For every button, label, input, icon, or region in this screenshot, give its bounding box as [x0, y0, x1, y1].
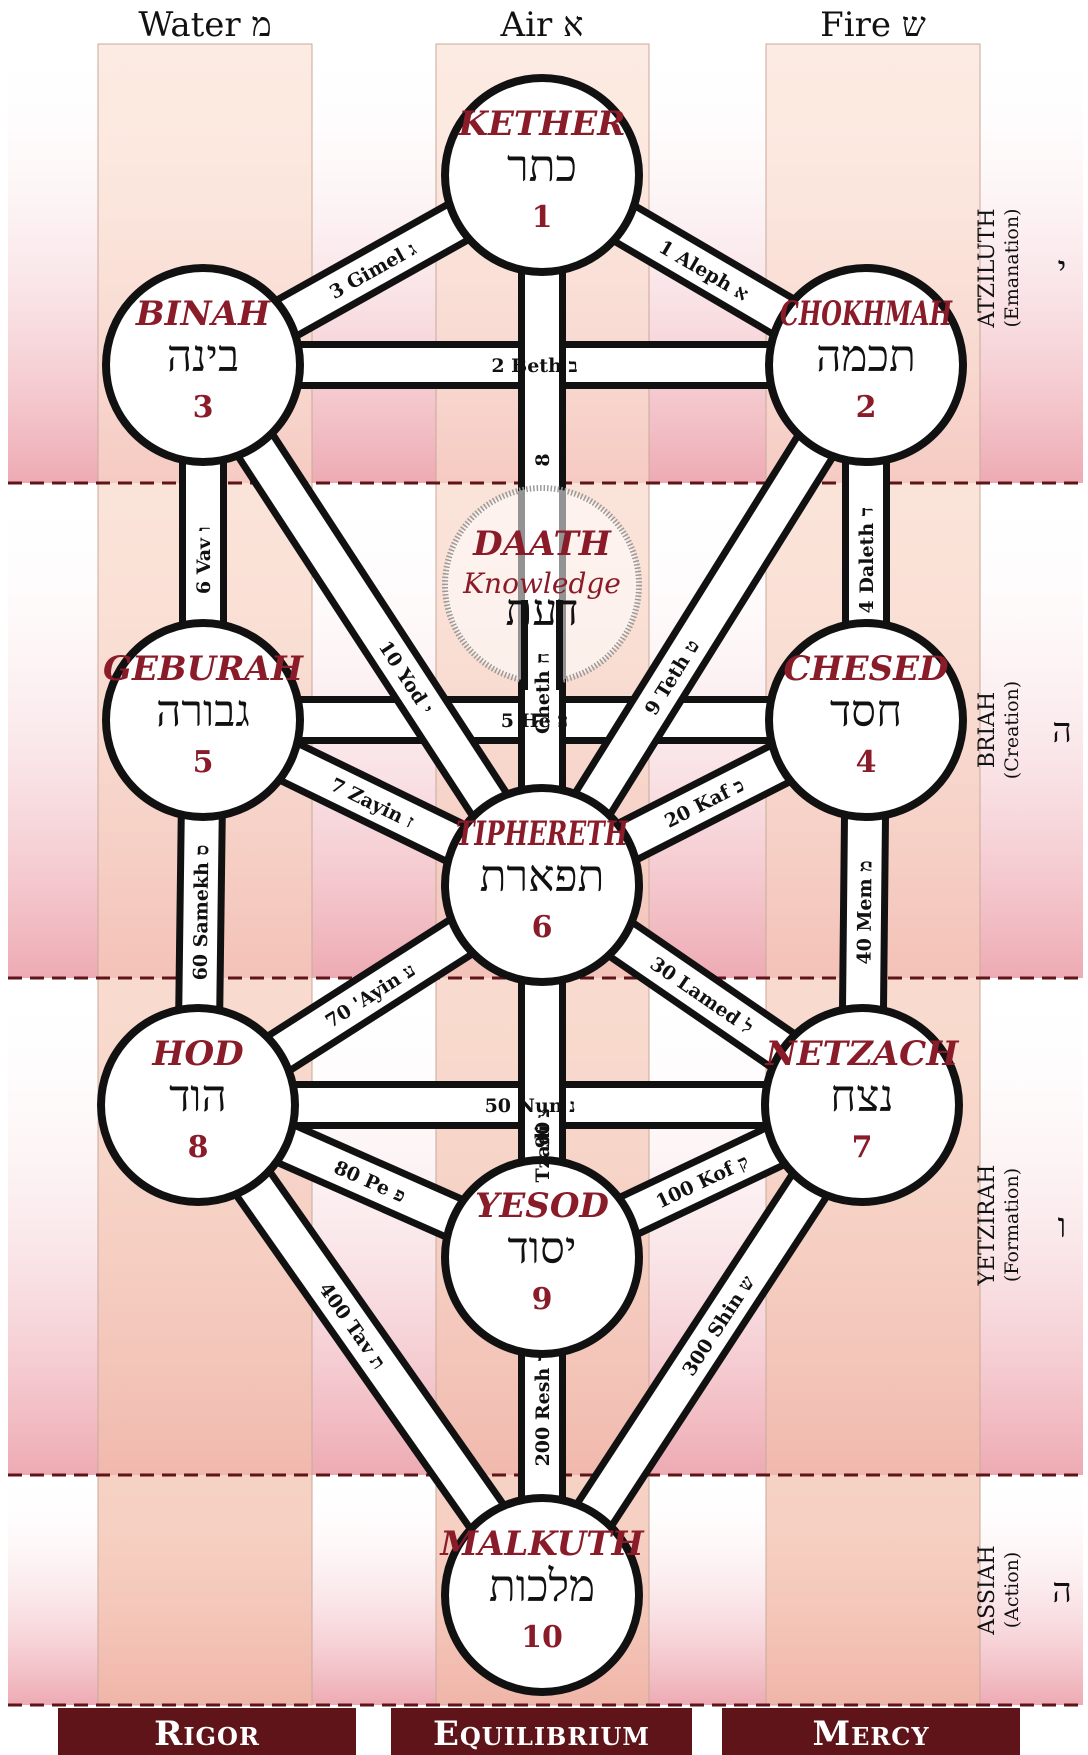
- pillar-banner-mercy: [722, 1708, 1020, 1755]
- sephirah-name-tiphereth: TIPHERETH: [456, 814, 629, 854]
- path-label-group-cheth: Cheth ח: [532, 653, 554, 734]
- cheth-number: 8: [532, 453, 554, 466]
- sephirah-netzach: [761, 1004, 963, 1206]
- sephirah-number-kether: 1: [532, 200, 553, 235]
- world-subtitle-assiah: (Action): [1001, 1552, 1023, 1629]
- sephirah-number-geburah: 5: [193, 745, 214, 780]
- path-label-beth: 2 Beth ב: [491, 355, 577, 377]
- daath-name: DAATH: [472, 524, 613, 564]
- sephirah-hebrew-kether: כתר: [507, 141, 577, 192]
- sephirah-number-chesed: 4: [856, 745, 877, 780]
- path-label-he: 5 He ה: [501, 710, 568, 732]
- path-label-samekh: 60 Samekh ס: [190, 845, 214, 981]
- sephirah-number-binah: 3: [193, 390, 214, 425]
- sephirah-hebrew-netzach: נצח: [830, 1071, 893, 1122]
- sephirah-hebrew-chesed: חסד: [830, 686, 902, 737]
- path-label-group-nun: 50 Nun נ: [485, 1095, 576, 1117]
- world-subtitle-yetzirah: (Formation): [1001, 1168, 1023, 1282]
- column-heading-water: Water מ: [138, 5, 271, 45]
- sephirah-name-kether: KETHER: [457, 104, 625, 144]
- sephirah-number-hod: 8: [188, 1130, 209, 1165]
- path-label-group-daleth: 4 Daleth ד: [856, 507, 878, 613]
- sephirah-hebrew-tiphereth: תפארת: [480, 851, 605, 902]
- sephirah-name-hod: HOD: [151, 1034, 244, 1074]
- sephirah-name-geburah: GEBURAH: [103, 649, 305, 689]
- world-letter-assiah: ה: [1052, 1571, 1072, 1611]
- sephirah-hebrew-malkuth: מלכות: [489, 1561, 595, 1612]
- sephirah-geburah: [102, 619, 304, 821]
- sephirah-hebrew-hod: הוד: [169, 1071, 227, 1122]
- path-label-cheth: Cheth ח: [532, 653, 554, 734]
- path-label-group-vav: 6 Vav ו: [193, 526, 215, 594]
- sephirah-name-netzach: NETZACH: [765, 1034, 961, 1074]
- cheth-number-group: 8: [532, 453, 554, 466]
- path-label-group-samekh: 60 Samekh ס: [190, 845, 214, 981]
- path-label-vav: 6 Vav ו: [193, 526, 215, 594]
- path-yod: [188, 355, 557, 895]
- world-letter-yetzirah: ו: [1058, 1206, 1067, 1246]
- sephirah-hebrew-yesod: יסוד: [508, 1223, 577, 1274]
- sephirah-number-malkuth: 10: [521, 1620, 563, 1655]
- sephirah-number-chokhmah: 2: [856, 390, 877, 425]
- world-letter-atziluth: י: [1058, 249, 1067, 289]
- path-label-tzadi: Tzadi צ: [532, 1108, 554, 1182]
- path-label-mem: 40 Mem מ: [853, 860, 876, 964]
- world-subtitle-briah: (Creation): [1001, 681, 1023, 779]
- path-label-group-he: 5 He ה: [501, 710, 568, 732]
- world-subtitle-atziluth: (Emanation): [1001, 209, 1023, 328]
- world-name-yetzirah: YETZIRAH: [975, 1165, 1000, 1287]
- sephirah-number-yesod: 9: [532, 1282, 553, 1317]
- world-name-atziluth: ATZILUTH: [975, 208, 1000, 328]
- sephirah-hod: [97, 1004, 299, 1206]
- path-label-daleth: 4 Daleth ד: [856, 507, 878, 613]
- path-teth: [527, 356, 881, 894]
- path-label-group-mem: 40 Mem מ: [853, 860, 876, 964]
- sephirah-yesod: [441, 1156, 643, 1358]
- world-label-briah: BRIAH(Creation): [975, 681, 1023, 779]
- pillar-label-equilibrium: Equilibrium: [433, 1714, 650, 1754]
- pillar-label-rigor: Rigor: [154, 1714, 260, 1754]
- path-label-nun: 50 Nun נ: [485, 1095, 576, 1117]
- path-label-group-tzadi: Tzadi צ: [532, 1108, 554, 1182]
- path-label-group-beth: 2 Beth ב: [491, 355, 577, 377]
- sephirah-binah: [102, 264, 304, 466]
- sephirah-hebrew-geburah: גבורה: [156, 686, 250, 737]
- sephirah-kether: [441, 74, 643, 276]
- sephirah-name-chesed: CHESED: [783, 649, 949, 689]
- daath-path-overlap-fill: [528, 600, 556, 690]
- sephirah-number-netzach: 7: [852, 1130, 873, 1165]
- daath-circle: [442, 485, 642, 685]
- world-label-yetzirah: YETZIRAH(Formation): [975, 1165, 1023, 1287]
- daath-subtitle: Knowledge: [462, 567, 621, 600]
- sephirah-name-chokhmah: CHOKHMAH: [780, 294, 953, 334]
- sephirah-name-binah: BINAH: [135, 294, 272, 334]
- world-letter-briah: ה: [1052, 711, 1072, 751]
- sephirah-hebrew-binah: בינה: [167, 331, 239, 382]
- path-label-resh: 200 Resh ר: [532, 1352, 554, 1467]
- sephirah-chesed: [765, 619, 967, 821]
- pillar-banner-equilibrium: [391, 1708, 692, 1755]
- sephirah-name-yesod: YESOD: [475, 1186, 609, 1226]
- column-heading-air: Air א: [500, 5, 584, 45]
- world-name-assiah: ASSIAH: [975, 1545, 1000, 1635]
- daath-hebrew: דעת: [506, 585, 579, 636]
- tzadi-number: 90: [532, 1122, 554, 1148]
- sephirah-number-tiphereth: 6: [532, 910, 553, 945]
- column-heading-fire: Fire ש: [820, 5, 926, 45]
- path-label-group-resh: 200 Resh ר: [532, 1352, 554, 1467]
- pillar-label-mercy: Mercy: [812, 1714, 929, 1754]
- sephirah-malkuth: [441, 1494, 643, 1696]
- tzadi-number-group: 90: [532, 1122, 554, 1148]
- pillar-banner-rigor: [58, 1708, 356, 1755]
- sephirah-chokhmah: [765, 264, 967, 466]
- world-label-assiah: ASSIAH(Action): [975, 1545, 1023, 1635]
- world-label-atziluth: ATZILUTH(Emanation): [975, 208, 1023, 328]
- sephirah-hebrew-chokhmah: תכמה: [816, 331, 916, 382]
- world-name-briah: BRIAH: [975, 692, 1000, 769]
- sephirah-name-malkuth: MALKUTH: [439, 1524, 645, 1564]
- sephirah-tiphereth: [441, 784, 643, 986]
